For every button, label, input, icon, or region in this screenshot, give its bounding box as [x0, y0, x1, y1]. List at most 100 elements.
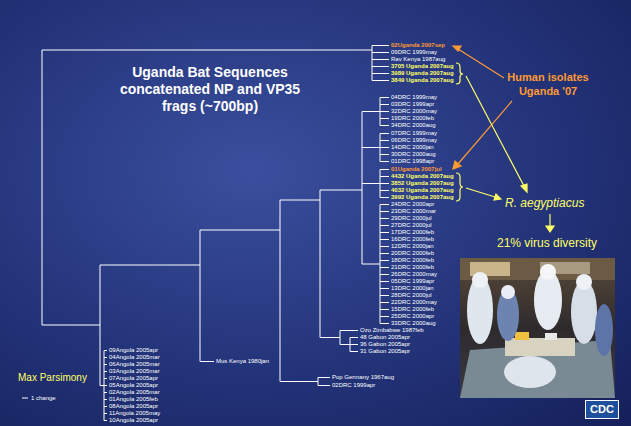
tree-branch [380, 225, 389, 226]
taxon-label: 4432 Uganda 2007aug [391, 173, 454, 180]
tree-branch [380, 140, 389, 141]
taxon-label: 16DRC 2000feb [391, 236, 434, 243]
tree-branch [320, 190, 362, 191]
taxon-label: Ozo Zimbabwe 1987feb [360, 327, 424, 334]
taxon-label: 34DRC 2000aug [391, 122, 436, 129]
taxon-label: 10Angola 2005apr [109, 417, 158, 424]
tree-branch [380, 104, 389, 105]
tree-branch [380, 302, 389, 303]
tree-branch [362, 183, 380, 184]
taxon-label: 09Angola 2005apr [109, 347, 158, 354]
taxon-label: 19DRC 2000feb [391, 115, 434, 122]
taxon-label: 03DRC 1999apr [391, 101, 434, 108]
tree-branch [372, 66, 389, 67]
taxon-label: 3989 Uganda 2007aug [391, 70, 454, 77]
tree-branch [100, 265, 200, 266]
slide-title: Uganda Bat Sequences concatenated NP and… [110, 64, 310, 115]
tree-branch [380, 274, 389, 275]
taxon-label: 02DRC 1999apr [332, 382, 375, 389]
lab-photo [460, 258, 615, 398]
tree-branch [380, 134, 381, 162]
tree-branch [380, 183, 389, 184]
tree-branch [372, 73, 389, 74]
tree-branch [350, 337, 358, 338]
taxon-label: 25DRC 2000apr [391, 313, 434, 320]
method-label: Max Parsimony [18, 372, 87, 384]
tree-branch [380, 323, 389, 324]
bracket [456, 63, 463, 201]
tree-branch [380, 288, 389, 289]
tree-branch [200, 230, 201, 362]
logo-text: CDC [590, 403, 614, 416]
tree-branch [380, 111, 389, 112]
tree-branch [380, 147, 389, 148]
tree-branch [380, 118, 389, 119]
tree-branch [320, 337, 340, 338]
taxon-label: 48 Gabon 2005apr [360, 334, 410, 341]
taxon-label: 21DRC 2000feb [391, 264, 434, 271]
tree-branch [100, 385, 104, 386]
taxon-label: 05DRC 1999apr [391, 278, 434, 285]
taxon-label: 02Uganda 2007sep [391, 42, 445, 49]
taxon-label: 20DRC 2000feb [391, 250, 434, 257]
tree-branch [362, 264, 380, 265]
taxon-label: 12DRC 2000jan [391, 243, 434, 250]
taxon-label: 06Angola 2005mar [109, 361, 160, 368]
tree-branch [380, 246, 389, 247]
tree-branch [318, 377, 330, 378]
taxon-label: Mus Kenya 1980jan [216, 358, 269, 365]
tree-branch [380, 316, 389, 317]
taxon-label: 29DRC 2000jul [391, 215, 432, 222]
taxon-label: 28DRC 2000jul [391, 292, 432, 299]
taxon-label: 32DRC 2000may [391, 108, 437, 115]
tree-branch [380, 211, 389, 212]
logo-box: CDC [585, 400, 619, 419]
taxon-label: 02Angola 2005mar [109, 389, 160, 396]
taxon-label: 07Angola 2005apr [109, 375, 158, 382]
taxon-label: 05Angola 2005apr [109, 382, 158, 389]
tree-branch [380, 218, 389, 219]
tree-branch [280, 200, 281, 382]
tree-branch [372, 46, 373, 81]
tree-branch [380, 170, 381, 198]
tree-branch [280, 200, 320, 201]
tree-branch [380, 309, 389, 310]
taxon-label: 03Angola 2005mar [109, 368, 160, 375]
taxon-label: 33DRC 2000aug [391, 320, 436, 327]
tree-branch [380, 125, 389, 126]
tree-branch [372, 52, 389, 53]
tree-branch [380, 154, 389, 155]
scale-label: 1 change [31, 395, 56, 402]
taxon-label: 3849 Uganda 2007aug [391, 77, 454, 84]
tree-branch [362, 111, 380, 112]
tree-branch [350, 351, 358, 352]
tree-branch [350, 344, 358, 345]
callout-note: Human isolates Uganda '07 [498, 70, 598, 98]
tree-branch [200, 361, 214, 362]
taxon-label: 01DRC 1998apr [391, 158, 434, 165]
tree-branch [380, 295, 389, 296]
taxon-label: Pop Germany 1967aug [332, 374, 394, 381]
tree-branch [42, 325, 100, 326]
tree-branch [350, 338, 351, 352]
tree-branch [380, 133, 389, 134]
tree-branch [200, 230, 280, 231]
tree-branch [340, 331, 341, 345]
taxon-label: 08Angola 2005apr [109, 403, 158, 410]
tree-branch [380, 204, 389, 205]
tree-branch [42, 50, 43, 325]
taxon-label: 24DRC 2000apr [391, 201, 434, 208]
tree-branch [104, 351, 105, 421]
taxon-label: 36 Gabon 2005apr [360, 341, 410, 348]
taxon-label: 01Angola 2005feb [109, 396, 158, 403]
tree-branch [380, 176, 389, 177]
taxon-label: 07DRC 1999may [391, 130, 437, 137]
tree-branch [380, 98, 381, 126]
taxon-label: 13DRC 2000jan [391, 285, 434, 292]
taxon-label: 3705 Uganda 2007aug [391, 63, 454, 70]
tree-branch [362, 147, 380, 148]
taxon-label: 22DRC 2000may [391, 299, 437, 306]
taxon-label: 06DRC 1999may [391, 137, 437, 144]
